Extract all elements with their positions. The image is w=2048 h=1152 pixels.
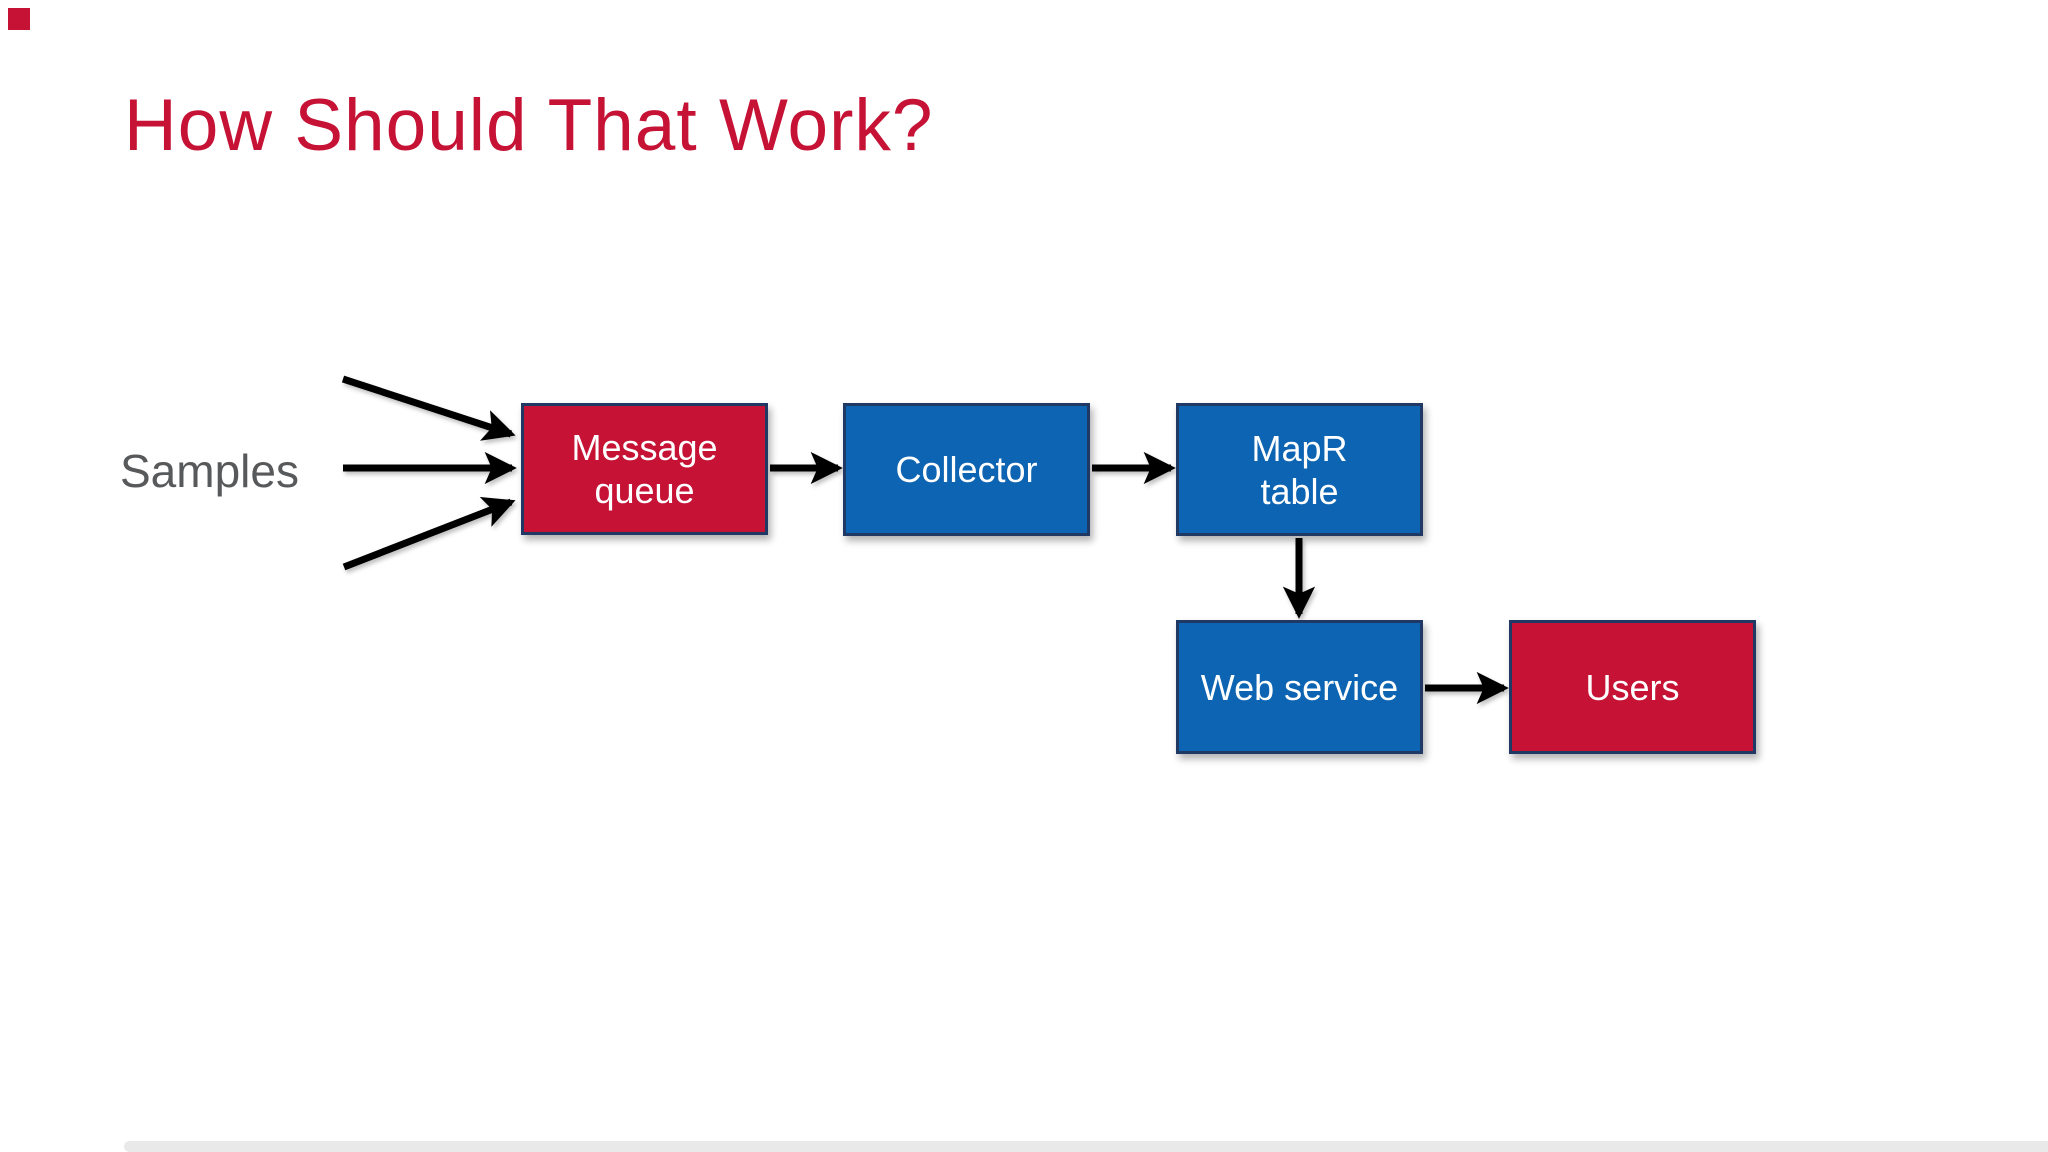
node-message-queue-label-line2: queue bbox=[594, 470, 695, 511]
node-users: Users bbox=[1509, 620, 1756, 754]
slide-title: How Should That Work? bbox=[124, 85, 934, 166]
node-users-label: Users bbox=[1585, 666, 1680, 708]
node-web-service-label: Web service bbox=[1200, 666, 1399, 708]
node-message-queue: Message queue bbox=[521, 403, 768, 535]
bottom-scrollbar[interactable] bbox=[124, 1141, 2048, 1152]
node-web-service: Web service bbox=[1176, 620, 1423, 754]
corner-red-mark bbox=[8, 8, 30, 30]
node-collector-label: Collector bbox=[895, 449, 1038, 490]
node-mapr-table-label-line1: MapR bbox=[1251, 427, 1348, 469]
node-collector: Collector bbox=[843, 403, 1090, 536]
edge-samples-to-message-queue-top bbox=[341, 375, 516, 441]
edge-samples-to-message-queue-bottom bbox=[342, 496, 516, 571]
node-message-queue-label-line1: Message bbox=[571, 427, 718, 468]
samples-label: Samples bbox=[120, 445, 299, 497]
node-mapr-table-label-line2: table bbox=[1260, 470, 1339, 512]
node-mapr-table: MapR table bbox=[1176, 403, 1423, 536]
